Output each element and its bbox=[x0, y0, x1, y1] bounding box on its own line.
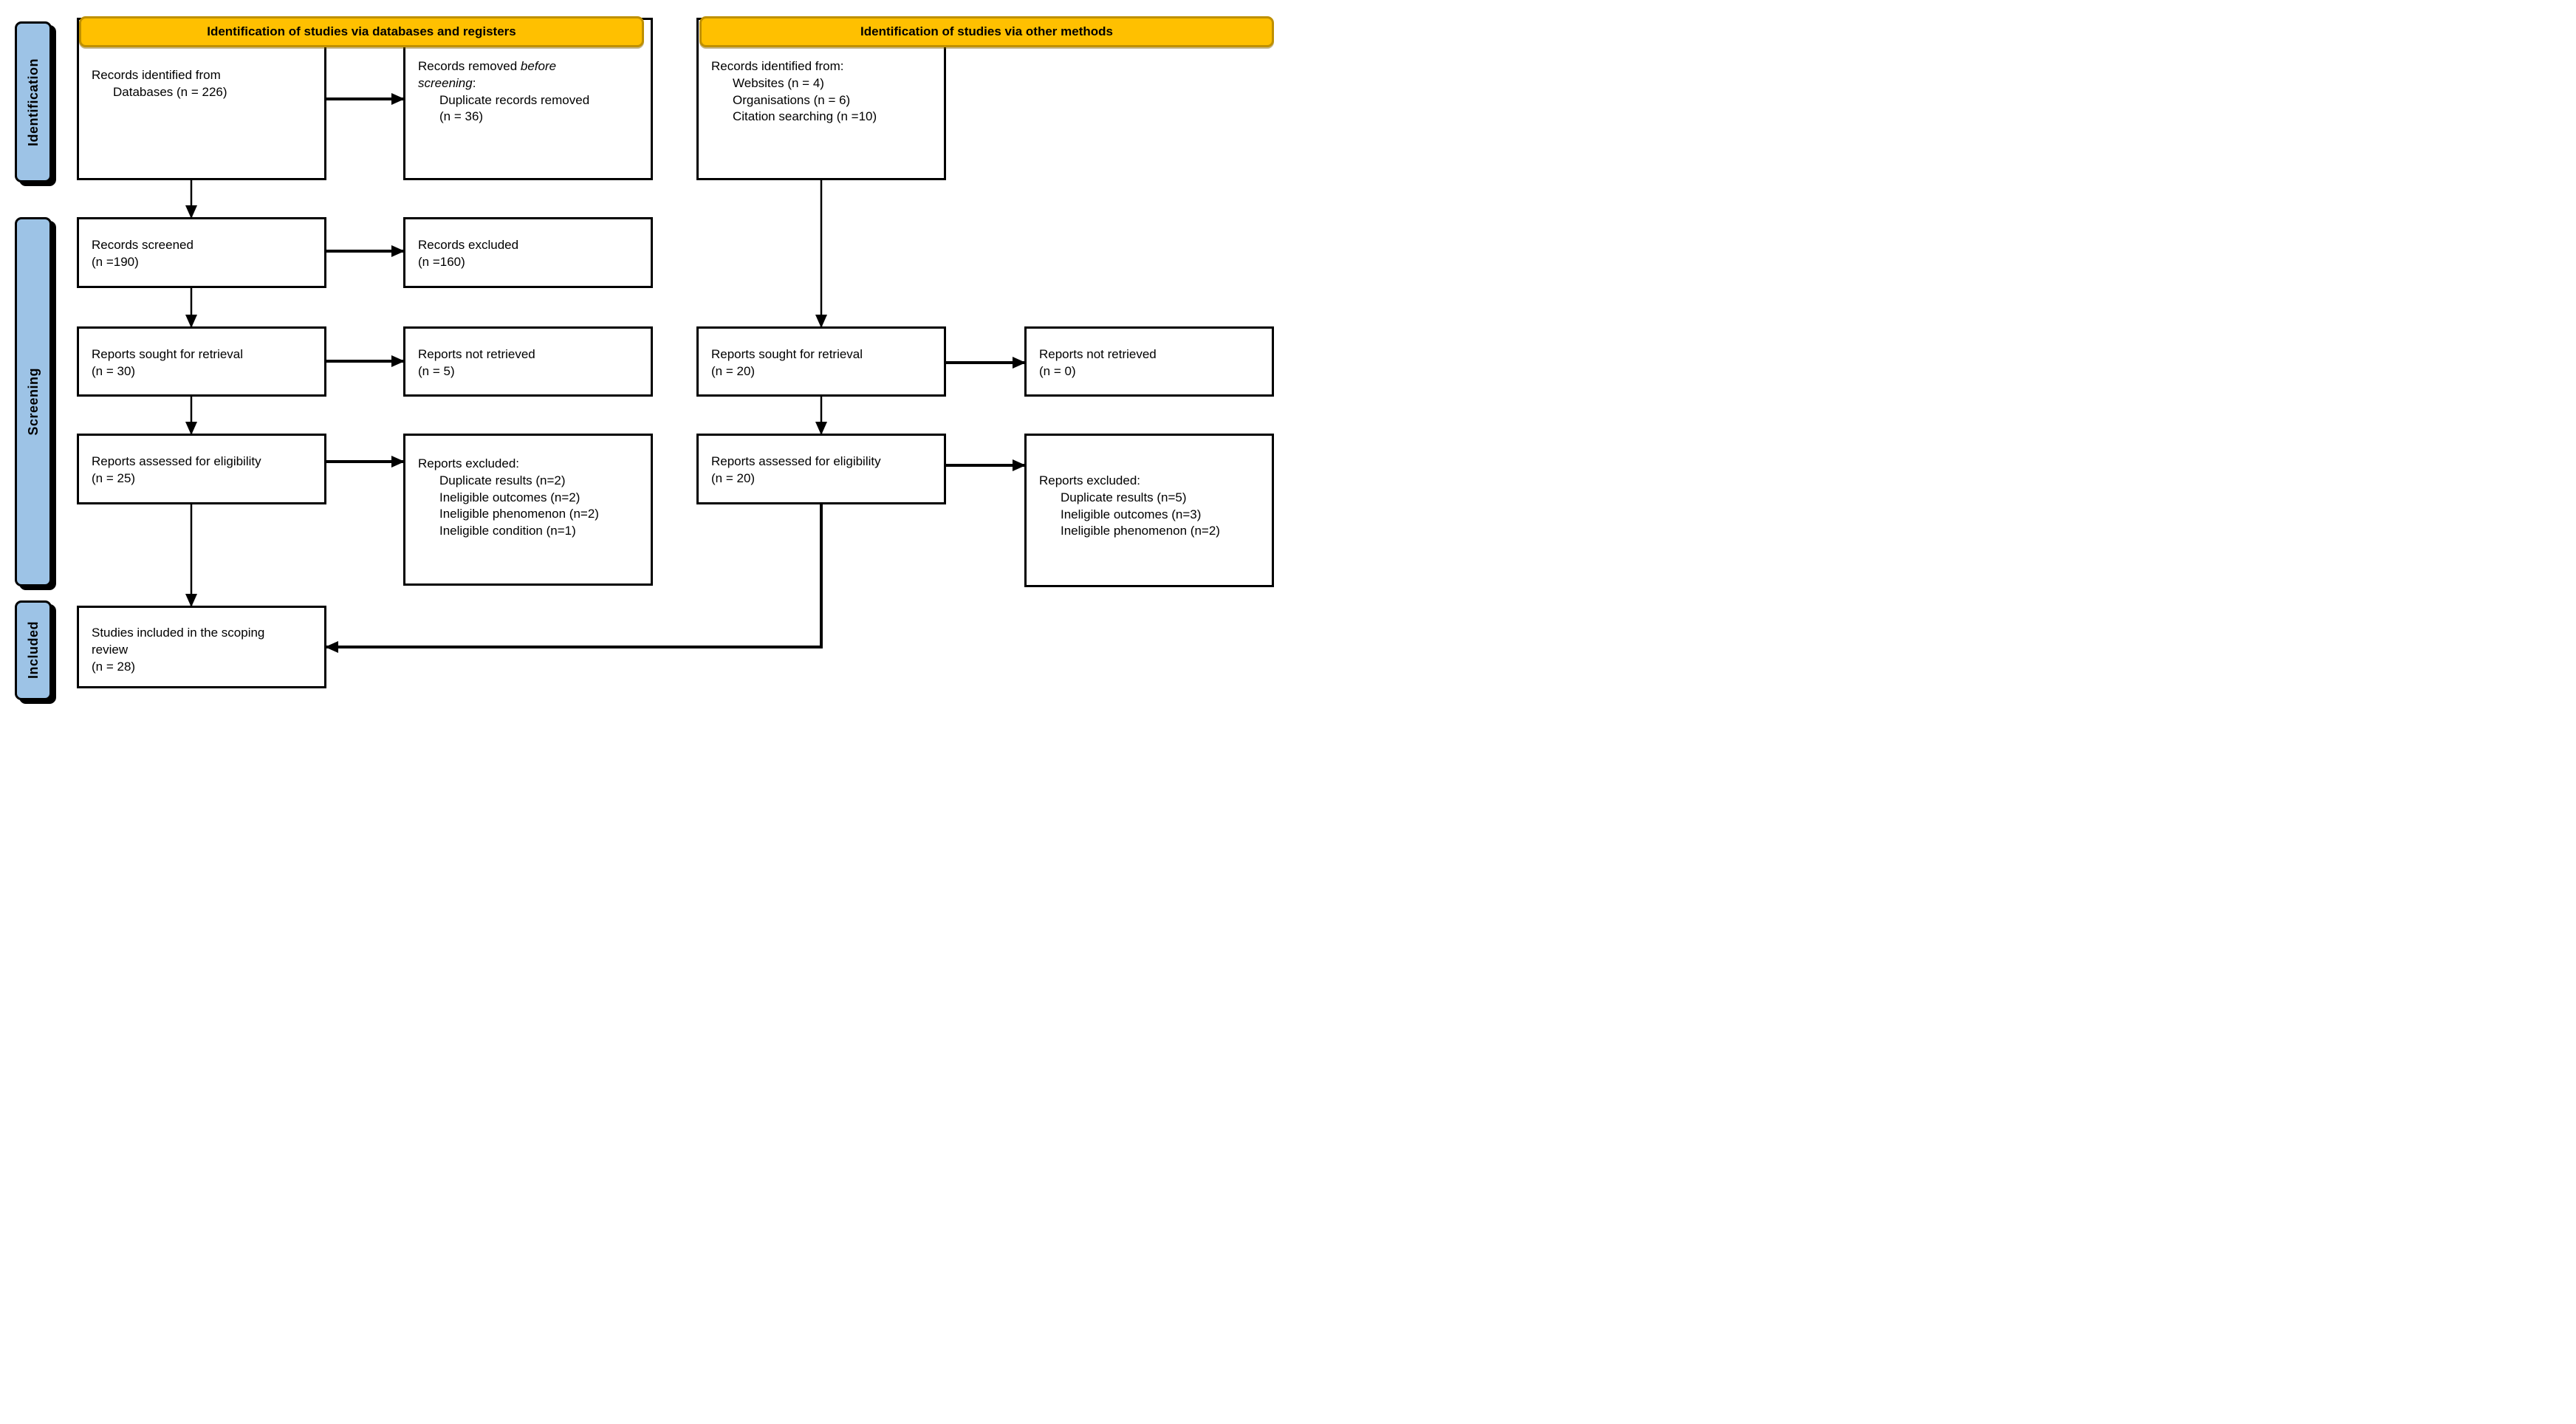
box-text-line: Records identified from bbox=[92, 68, 221, 82]
box-text-line: Records identified from: bbox=[711, 59, 844, 73]
box-text-line: (n = 36) bbox=[439, 109, 484, 124]
box-text-line: Websites (n = 4) bbox=[733, 75, 824, 90]
box-text-line: (n = 20) bbox=[711, 470, 756, 485]
connector-layer bbox=[185, 93, 1026, 653]
banner-other-methods: Identification of studies via other meth… bbox=[699, 16, 1274, 47]
box-text-line: (n = 5) bbox=[418, 363, 455, 378]
box-text-line: Studies included in the scoping bbox=[92, 626, 265, 640]
prisma-flow-diagram: Identification Screening Included Record… bbox=[0, 0, 1288, 712]
box-text-line: (n = 0) bbox=[1039, 363, 1076, 378]
box-text-line: Duplicate results (n=2) bbox=[439, 473, 566, 487]
box-text-line: Reports excluded: bbox=[1039, 473, 1141, 487]
box-text-line: Records screened bbox=[92, 238, 193, 252]
stage-label-screening: Screening bbox=[15, 217, 52, 586]
box-text-line: Databases (n = 226) bbox=[113, 84, 227, 99]
box-text-line: Reports assessed for eligibility bbox=[711, 454, 881, 468]
box-text-line: Reports sought for retrieval bbox=[711, 347, 863, 361]
banner-databases-registers: Identification of studies via databases … bbox=[79, 16, 644, 47]
box-text-line: Ineligible phenomenon (n=2) bbox=[1061, 524, 1220, 538]
stage-label-included-text: Included bbox=[25, 621, 41, 680]
stage-label-screening-text: Screening bbox=[25, 368, 41, 436]
box-text-line: review bbox=[92, 642, 129, 657]
box-text-line: screening: bbox=[418, 75, 476, 90]
box-text-line: (n = 28) bbox=[92, 659, 136, 674]
box-text-line: (n = 30) bbox=[92, 363, 136, 378]
box-text-line: (n = 25) bbox=[92, 470, 136, 485]
box-records-screened: Records screened (n =190) bbox=[77, 217, 326, 288]
box-records-excluded: Records excluded (n =160) bbox=[403, 217, 653, 288]
box-text-line: Reports not retrieved bbox=[418, 347, 535, 361]
box-text-line: (n = 20) bbox=[711, 363, 756, 378]
box-text-line: Citation searching (n =10) bbox=[733, 109, 877, 124]
box-reports-not-retrieved-other: Reports not retrieved (n = 0) bbox=[1024, 326, 1274, 397]
box-reports-assessed-databases: Reports assessed for eligibility (n = 25) bbox=[77, 434, 326, 504]
box-reports-sought-databases: Reports sought for retrieval (n = 30) bbox=[77, 326, 326, 397]
banner-other-methods-text: Identification of studies via other meth… bbox=[860, 24, 1113, 38]
box-text-line: Organisations (n = 6) bbox=[733, 92, 851, 107]
box-text-line: Ineligible phenomenon (n=2) bbox=[439, 507, 599, 521]
box-reports-excluded-other: Reports excluded: Duplicate results (n=5)… bbox=[1024, 434, 1274, 587]
box-text-line: Ineligible condition (n=1) bbox=[439, 524, 576, 538]
box-text-line: Reports assessed for eligibility bbox=[92, 454, 261, 468]
box-text-line: (n =160) bbox=[418, 254, 465, 269]
box-text-line: (n =190) bbox=[92, 254, 139, 269]
box-text-line: Records excluded bbox=[418, 238, 519, 252]
box-reports-excluded-databases: Reports excluded: Duplicate results (n=2)… bbox=[403, 434, 653, 586]
box-reports-assessed-other: Reports assessed for eligibility (n = 20) bbox=[696, 434, 946, 504]
box-text-line: Reports not retrieved bbox=[1039, 347, 1157, 361]
box-studies-included: Studies included in the scoping review (n … bbox=[77, 606, 326, 688]
stage-label-identification-text: Identification bbox=[25, 58, 41, 146]
box-text-line: Duplicate records removed bbox=[439, 92, 590, 107]
box-text-line: Duplicate results (n=5) bbox=[1061, 490, 1187, 504]
box-text-line: Reports sought for retrieval bbox=[92, 347, 244, 361]
arrow-other-assessed-to-included bbox=[325, 504, 823, 653]
banner-databases-registers-text: Identification of studies via databases … bbox=[207, 24, 516, 38]
box-text-line: Ineligible outcomes (n=3) bbox=[1061, 507, 1202, 521]
box-reports-sought-other: Reports sought for retrieval (n = 20) bbox=[696, 326, 946, 397]
box-text-line: Records removed before bbox=[418, 59, 557, 73]
box-text-line: Ineligible outcomes (n=2) bbox=[439, 490, 580, 504]
box-text-line: Reports excluded: bbox=[418, 456, 520, 470]
stage-label-identification: Identification bbox=[15, 21, 52, 182]
box-reports-not-retrieved-databases: Reports not retrieved (n = 5) bbox=[403, 326, 653, 397]
stage-label-included: Included bbox=[15, 600, 52, 700]
